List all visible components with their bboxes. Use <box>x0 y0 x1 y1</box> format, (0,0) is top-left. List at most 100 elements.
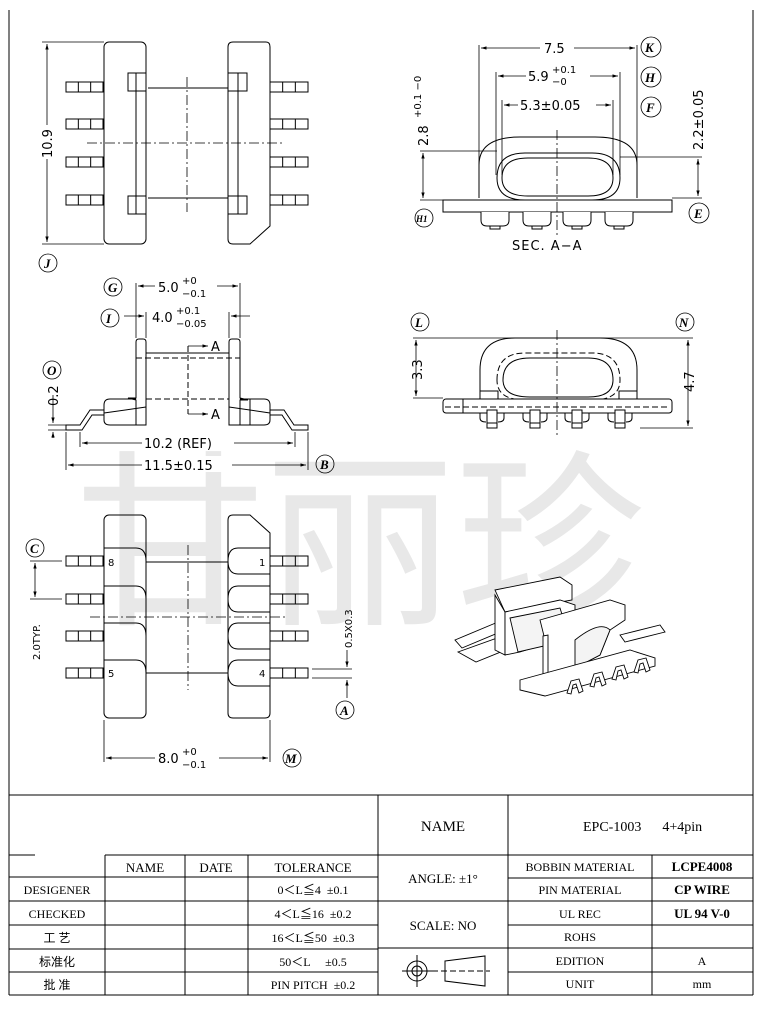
spec-label: ROHS <box>564 930 596 944</box>
tolerance: PIN PITCH ±0.2 <box>271 978 356 992</box>
pin-bump <box>604 212 634 230</box>
spec-value: A <box>698 954 707 968</box>
dim-2-2: 2.2±0.05 <box>692 89 707 150</box>
dim-11-5: 11.5±0.15 <box>144 459 213 474</box>
dim-0-2: 0.2 <box>47 385 62 406</box>
callout-E: E <box>693 206 703 221</box>
role: CHECKED <box>29 907 86 921</box>
callout-H1: H1 <box>415 214 428 224</box>
callout-C: C <box>30 541 39 556</box>
dim-4-0: 4.0 <box>152 311 173 326</box>
projection-symbol <box>402 955 490 987</box>
pin-number-4: 4 <box>259 669 265 680</box>
callout-F: F <box>645 100 655 115</box>
tol: +0 <box>182 276 197 287</box>
isometric-view <box>454 576 666 697</box>
iso-pin <box>566 678 584 695</box>
pin-number-5: 5 <box>108 669 114 680</box>
spec-value: CP WIRE <box>674 882 730 897</box>
callout-I: I <box>105 311 112 326</box>
tolerance: 16＜L≦50 ±0.3 <box>272 930 355 945</box>
tolerance: 0＜L≦4 ±0.1 <box>278 882 349 897</box>
pin <box>269 194 309 206</box>
dim-10-9: 10.9 <box>41 129 56 158</box>
pin <box>65 156 104 168</box>
title-block-row: 标准化 50＜L ±0.5 <box>39 955 347 969</box>
top-view: 10.9 J <box>38 41 309 273</box>
pin-number-8: 8 <box>108 558 114 569</box>
dim-5-3: 5.3±0.05 <box>520 99 581 114</box>
side-view: G I 5.0 +0 −0.1 4.0 +0.1 −0.05 A A O 0.2… <box>42 276 335 474</box>
tol: +0 <box>182 747 197 758</box>
pin <box>522 409 548 429</box>
title-block-row: CHECKED 4＜L≦16 ±0.2 <box>29 906 352 921</box>
spec-value: LCPE4008 <box>672 859 733 874</box>
pin <box>607 409 633 429</box>
spec-label: BOBBIN MATERIAL <box>525 860 634 874</box>
title-block-row: 批 准 PIN PITCH ±0.2 <box>43 977 355 992</box>
front-view: L N 3.3 4.7 <box>410 312 698 437</box>
spec-row: PIN MATERIAL CP WIRE <box>539 882 730 897</box>
role: 批 准 <box>43 977 70 992</box>
callout-G: G <box>108 280 118 295</box>
dim-2-8: 2.8 <box>417 125 432 146</box>
dim-8-0: 8.0 <box>158 752 179 767</box>
pin-bump <box>522 212 552 230</box>
bottom-view: 8 1 5 4 C 2.0TYP. 0.5X0.3 A 8.0 +0 −0.1 … <box>25 514 355 771</box>
spec-label: UL REC <box>559 907 601 921</box>
section-view: 7.5 5.9 +0.1 −0 5.3±0.05 K H F 2.8 +0.1 … <box>413 36 710 254</box>
iso-pin <box>611 664 629 681</box>
section-mark-A-bottom: A <box>211 408 220 423</box>
role: 标准化 <box>39 955 75 969</box>
tol: +0.1 <box>176 306 200 317</box>
dim-5-9: 5.9 <box>528 70 549 85</box>
section-title: SEC. A−A <box>512 239 583 254</box>
iso-pin <box>589 671 607 688</box>
callout-O: O <box>47 363 57 378</box>
spec-value: UL 94 V-0 <box>674 906 730 921</box>
pin <box>65 81 104 93</box>
header-date: DATE <box>199 860 232 875</box>
pin <box>564 409 590 429</box>
tol: −0.1 <box>182 760 206 771</box>
pin-pad <box>65 622 309 650</box>
tolerance: 4＜L≦16 ±0.2 <box>275 906 352 921</box>
tol: −0 <box>552 77 567 88</box>
pin <box>269 156 309 168</box>
dim-0-5x0-3: 0.5X0.3 <box>344 609 355 648</box>
pin <box>65 118 104 130</box>
dim-10-2: 10.2 (REF) <box>144 437 212 452</box>
spec-row: UL REC UL 94 V-0 <box>559 906 730 921</box>
callout-K: K <box>644 40 655 55</box>
callout-M: M <box>284 751 297 766</box>
dim-7-5: 7.5 <box>544 42 565 57</box>
pin-bump <box>480 212 510 230</box>
header-tolerance: TOLERANCE <box>274 860 351 875</box>
pin-pad <box>65 547 309 575</box>
callout-J: J <box>43 256 51 271</box>
angle-tolerance: ANGLE: ±1° <box>408 871 478 886</box>
section-mark-A-top: A <box>211 340 220 355</box>
spec-label: EDITION <box>556 954 605 968</box>
part-name: EPC-1003 4+4pin <box>583 820 702 835</box>
scale: SCALE: NO <box>410 918 477 933</box>
spec-label: PIN MATERIAL <box>539 883 622 897</box>
spec-row: EDITION A <box>556 954 707 968</box>
tol: −0.1 <box>182 289 206 300</box>
tol: +0.1 <box>552 65 576 76</box>
name-label: NAME <box>421 819 465 835</box>
tolerance: 50＜L ±0.5 <box>279 955 346 969</box>
tol: −0.05 <box>176 319 207 330</box>
header-name: NAME <box>126 860 164 875</box>
callout-H: H <box>644 70 656 85</box>
dim-4-7: 4.7 <box>683 371 698 392</box>
spec-value: mm <box>693 977 712 991</box>
pin <box>479 409 505 429</box>
pin <box>269 81 309 93</box>
callout-L: L <box>414 315 423 330</box>
pin-number-1: 1 <box>259 558 265 569</box>
